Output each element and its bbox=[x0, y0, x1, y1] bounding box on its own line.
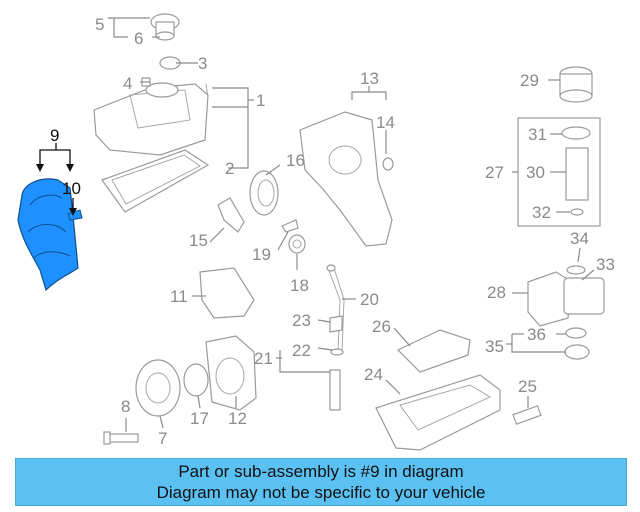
callout-11: 11 bbox=[170, 287, 188, 306]
callout-24: 24 bbox=[364, 365, 383, 384]
callout-8: 8 bbox=[121, 397, 130, 416]
callout-36: 36 bbox=[527, 325, 546, 344]
callout-26: 26 bbox=[372, 317, 391, 336]
callout-arrows bbox=[36, 164, 77, 216]
callout-7: 7 bbox=[158, 429, 167, 448]
part-outlines bbox=[93, 13, 605, 451]
callout-33: 33 bbox=[596, 255, 615, 274]
callout-15: 15 bbox=[189, 231, 208, 250]
callout-20: 20 bbox=[360, 290, 379, 309]
callout-12: 12 bbox=[228, 409, 247, 428]
callout-27: 27 bbox=[485, 163, 504, 182]
callout-29: 29 bbox=[520, 71, 539, 90]
callout-28: 28 bbox=[487, 283, 506, 302]
callout-1: 1 bbox=[256, 91, 265, 110]
callout-4: 4 bbox=[123, 74, 132, 93]
callout-17: 17 bbox=[190, 409, 209, 428]
callout-34: 34 bbox=[570, 229, 589, 248]
callout-25: 25 bbox=[518, 377, 537, 396]
callout-16: 16 bbox=[286, 151, 305, 170]
banner-line-2: Diagram may not be specific to your vehi… bbox=[156, 483, 486, 502]
callout-9: 9 bbox=[50, 126, 59, 145]
callout-18: 18 bbox=[290, 276, 309, 295]
callout-2: 2 bbox=[225, 159, 234, 178]
callout-31: 31 bbox=[528, 125, 547, 144]
callout-19: 19 bbox=[252, 245, 271, 264]
callout-5: 5 bbox=[95, 15, 104, 34]
callout-35: 35 bbox=[485, 337, 504, 356]
callout-3: 3 bbox=[198, 54, 207, 73]
callout-14: 14 bbox=[376, 113, 395, 132]
callout-21: 21 bbox=[254, 349, 273, 368]
callout-13: 13 bbox=[360, 69, 379, 88]
callout-30: 30 bbox=[526, 163, 545, 182]
callout-6: 6 bbox=[134, 29, 143, 48]
parts-diagram: 5 6 3 4 1 2 13 14 16 15 19 18 11 20 23 2… bbox=[17, 13, 615, 451]
info-banner: Part or sub-assembly is #9 in diagram Di… bbox=[15, 458, 627, 506]
highlighted-part-bracket[interactable] bbox=[67, 209, 83, 221]
callout-32: 32 bbox=[532, 203, 551, 222]
leader-lines bbox=[39, 17, 595, 432]
callout-23: 23 bbox=[292, 311, 311, 330]
callout-10: 10 bbox=[62, 179, 81, 198]
callout-labels: 5 6 3 4 1 2 13 14 16 15 19 18 11 20 23 2… bbox=[50, 15, 615, 448]
callout-22: 22 bbox=[292, 341, 311, 360]
highlighted-part-timing-cover[interactable] bbox=[17, 178, 79, 292]
banner-line-1: Part or sub-assembly is #9 in diagram bbox=[178, 462, 464, 481]
